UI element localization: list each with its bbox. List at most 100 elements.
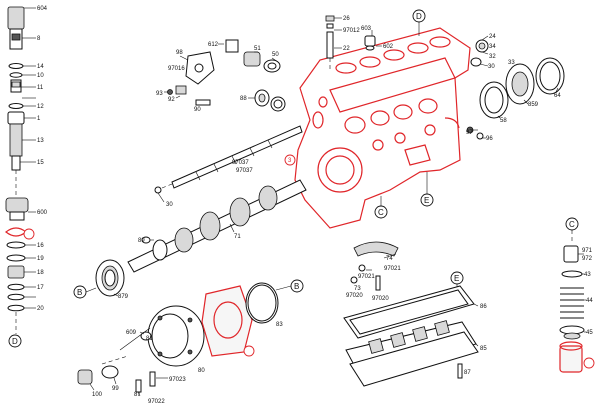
label-600: 600: [37, 210, 48, 216]
label-22: 22: [343, 46, 350, 52]
label-26: 26: [343, 16, 350, 22]
label-17: 17: [37, 285, 44, 291]
label-11: 11: [37, 85, 44, 91]
label-98: 98: [176, 50, 183, 56]
label-43: 43: [584, 272, 591, 278]
label-80: 80: [198, 368, 205, 374]
label-16: 16: [37, 243, 44, 249]
label-3: 3: [288, 158, 292, 164]
ref-b-mid: B: [294, 282, 299, 291]
label-14: 14: [37, 64, 44, 70]
label-13: 13: [37, 138, 44, 144]
labels-top: 612 51 50 97016 98 93 92 90 88 26 97012 …: [156, 16, 394, 208]
label-97037-a: 97037: [236, 168, 253, 174]
label-8: 8: [37, 36, 41, 42]
labels-left: 604 8 14 10 11 12 1 13 15 600 23 16 19 1…: [26, 6, 48, 312]
labels-covers: 86 85 87: [464, 304, 487, 376]
label-879: 879: [118, 294, 129, 300]
label-20: 20: [37, 306, 44, 312]
label-30: 30: [488, 64, 495, 70]
ref-d-left: D: [12, 337, 18, 346]
label-18: 18: [37, 270, 44, 276]
label-1: 1: [37, 116, 41, 122]
pump-housing: [294, 27, 471, 229]
label-97023: 97023: [169, 377, 186, 383]
label-99: 99: [112, 386, 119, 392]
ref-e-bot: E: [454, 274, 459, 283]
label-15: 15: [37, 160, 44, 166]
label-859: 859: [528, 102, 539, 108]
label-64: 64: [554, 93, 561, 99]
label-30-left: 30: [166, 202, 173, 208]
label-93: 93: [156, 91, 163, 97]
labels-bottom-left: 83 82 609 81 80 100 99 97023 87 97022: [92, 322, 283, 405]
label-24: 24: [489, 34, 496, 40]
label-89: 89: [138, 238, 145, 244]
label-972: 972: [582, 256, 593, 262]
label-73: 73: [354, 286, 361, 292]
ref-d-left-circle: [8, 334, 22, 348]
labels-top-right: 24 34 32 30 33 859 64 58 97 96: [466, 34, 561, 142]
top-right-parts: [466, 35, 565, 140]
element-stack: [5, 6, 29, 334]
covers: [343, 285, 479, 387]
label-10: 10: [37, 73, 44, 79]
label-32: 32: [489, 54, 496, 60]
label-12: 12: [37, 104, 44, 110]
label-19: 19: [37, 256, 44, 262]
bearing-879: [95, 259, 125, 297]
label-88: 88: [240, 96, 247, 102]
ref-c-right: C: [569, 220, 575, 229]
label-47-ring: [583, 357, 595, 369]
ref-c-mid: C: [378, 208, 384, 217]
label-97021-b: 97021: [358, 274, 375, 280]
camshaft: [127, 179, 307, 273]
label-23-ring: [23, 228, 35, 240]
label-81: 81: [146, 336, 153, 342]
labels-right: 971 972 43 44 45 47: [582, 248, 593, 367]
label-97022: 97022: [148, 399, 165, 405]
label-51: 51: [254, 46, 261, 52]
label-71: 71: [234, 234, 241, 240]
label-74: 74: [386, 256, 393, 262]
label-44: 44: [586, 298, 593, 304]
label-612: 612: [208, 42, 219, 48]
spring-stack: [559, 245, 586, 373]
label-100: 100: [92, 392, 103, 398]
label-45: 45: [586, 330, 593, 336]
label-97020: 97020: [346, 293, 363, 299]
labels-center: 74 97021 97021 73 97020 97020: [346, 256, 401, 302]
label-33: 33: [508, 60, 515, 66]
ref-e-mid: E: [424, 196, 429, 205]
label-97037: 97037: [232, 160, 249, 166]
label-971: 971: [582, 248, 593, 254]
label-83: 83: [276, 322, 283, 328]
label-609: 609: [126, 330, 137, 336]
label-97020-b: 97020: [372, 296, 389, 302]
label-97021-a: 97021: [384, 266, 401, 272]
label-97012: 97012: [343, 28, 360, 34]
label-34: 34: [489, 44, 496, 50]
label-602: 602: [383, 44, 394, 50]
label-90: 90: [194, 107, 201, 113]
label-97: 97: [466, 130, 473, 136]
ref-d-top: D: [416, 12, 422, 21]
label-92: 92: [168, 97, 175, 103]
ref-b-left: B: [77, 288, 82, 297]
label-58: 58: [500, 118, 507, 124]
label-604: 604: [37, 6, 48, 12]
label-86: 86: [480, 304, 487, 310]
label-603: 603: [361, 26, 372, 32]
label-97016: 97016: [168, 66, 185, 72]
label-85: 85: [480, 346, 487, 352]
label-50: 50: [272, 52, 279, 58]
top-parts: [154, 15, 382, 203]
label-3-ring: [284, 154, 296, 166]
label-87: 87: [464, 370, 471, 376]
label-87-left: 87: [134, 392, 141, 398]
label-96: 96: [486, 136, 493, 142]
end-cover: [77, 282, 279, 397]
label-82-ring: [243, 345, 255, 357]
leaders-left: [20, 7, 36, 309]
